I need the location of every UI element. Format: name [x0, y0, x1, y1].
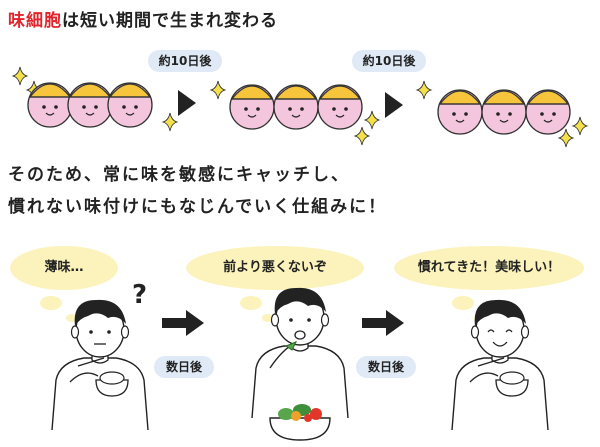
- right-arrow-icon: [162, 310, 204, 336]
- bowl-icon: [495, 371, 529, 397]
- bubble-text-3: 慣れてきた！美味しい！: [417, 260, 561, 275]
- triangle-arrow-icon: [385, 92, 403, 118]
- page-title: 味細胞は短い期間で生まれ変わる: [8, 6, 278, 31]
- taste-cell-icon: [27, 82, 153, 128]
- body-line-2: 慣れない味付けにもなじんでいく仕組みに！: [8, 197, 388, 217]
- people-illustration: [51, 287, 549, 441]
- taste-cells-illustration: [12, 66, 588, 148]
- triangle-arrow-icon: [178, 90, 196, 116]
- salad-icon: [269, 404, 331, 441]
- stage-label-1: 約10日後: [148, 50, 222, 72]
- title-highlight: 味細胞: [8, 11, 62, 31]
- taste-cell-icon: [437, 89, 571, 135]
- days-label-1: 数日後: [154, 356, 214, 378]
- bowl-icon: [95, 371, 129, 397]
- stage-label-2: 約10日後: [352, 50, 426, 72]
- body-line-1: そのため、常に味を敏感にキャッチし、: [8, 165, 350, 185]
- person-icon: [251, 287, 349, 441]
- bubble-text-2: 前より悪くないぞ: [223, 260, 327, 275]
- thought-bubble-2: 前より悪くないぞ: [186, 246, 364, 290]
- taste-cell-icon: [229, 84, 363, 130]
- title-rest: は短い期間で生まれ変わる: [62, 11, 278, 31]
- bubble-text-1: 薄味…: [44, 260, 84, 275]
- thought-bubble-1: 薄味…: [10, 246, 118, 290]
- person-icon: [51, 299, 149, 431]
- right-arrow-icon: [362, 310, 404, 336]
- person-icon: [451, 299, 549, 431]
- days-label-2: 数日後: [356, 356, 416, 378]
- thought-bubble-3: 慣れてきた！美味しい！: [394, 246, 584, 290]
- question-mark: ?: [132, 280, 148, 310]
